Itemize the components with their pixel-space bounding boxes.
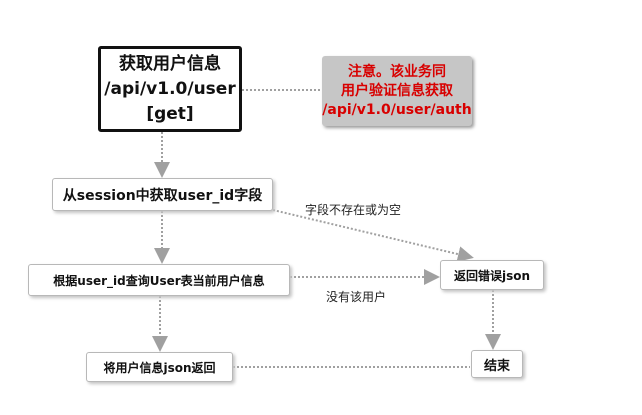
- query-user-table-node: 根据user_id查询User表当前用户信息: [28, 264, 290, 296]
- end-node: 结束: [471, 350, 523, 378]
- api-get-user-info-node: 获取用户信息 /api/v1.0/user [get]: [98, 46, 242, 132]
- return-error-json-node: 返回错误json: [440, 260, 544, 290]
- edge-label-no-user: 没有该用户: [326, 290, 387, 304]
- arrow-get-session-to-error-json: [272, 209, 474, 262]
- return-user-json-node: 将用户信息json返回: [86, 352, 233, 382]
- get-user-id-from-session-node: 从session中获取user_id字段: [52, 178, 273, 211]
- note-same-as-auth-node: 注意。该业务同 用户验证信息获取 /api/v1.0/user/auth: [322, 56, 472, 126]
- edge-label-field-missing: 字段不存在或为空: [305, 203, 402, 217]
